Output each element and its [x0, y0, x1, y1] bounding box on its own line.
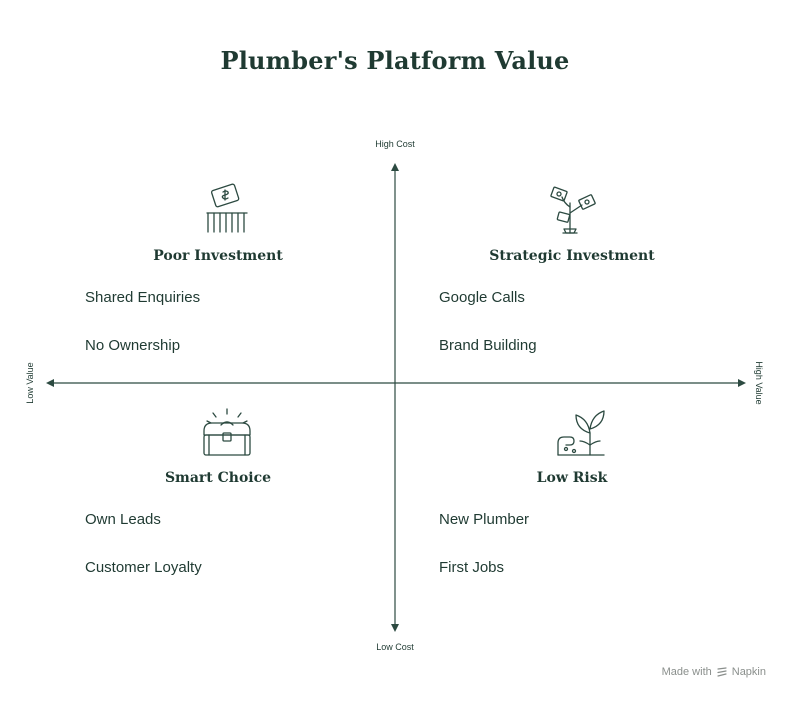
- money-shredder-icon: [199, 183, 255, 239]
- napkin-logo-icon: [716, 666, 728, 678]
- quadrant-title-poor-investment: Poor Investment: [153, 248, 283, 264]
- page-title: Plumber's Platform Value: [220, 46, 570, 75]
- list-item: Own Leads: [85, 511, 161, 528]
- napkin-watermark: Made with Napkin: [662, 666, 766, 678]
- list-item: Brand Building: [439, 337, 537, 354]
- quadrant-title-strategic-investment: Strategic Investment: [489, 248, 655, 264]
- list-item: First Jobs: [439, 559, 505, 576]
- napkin-brand-label: Napkin: [731, 666, 766, 678]
- list-item: Google Calls: [439, 289, 525, 306]
- axis-label-high-cost: High Cost: [375, 139, 415, 149]
- axis-label-low-cost: Low Cost: [376, 642, 414, 652]
- money-plant-icon: [544, 183, 600, 239]
- made-with-label: Made with: [661, 666, 712, 678]
- axis-label-high-value: High Value: [754, 361, 764, 405]
- seedling-icon: [552, 405, 608, 461]
- treasure-chest-icon: [199, 405, 255, 461]
- list-item: New Plumber: [439, 511, 530, 528]
- quadrant-title-smart-choice: Smart Choice: [164, 470, 272, 486]
- list-item: Customer Loyalty: [85, 559, 202, 576]
- axis-label-low-value: Low Value: [25, 362, 35, 404]
- quadrant-title-low-risk: Low Risk: [536, 470, 608, 486]
- list-item: Shared Enquiries: [85, 289, 201, 306]
- list-item: No Ownership: [85, 337, 181, 354]
